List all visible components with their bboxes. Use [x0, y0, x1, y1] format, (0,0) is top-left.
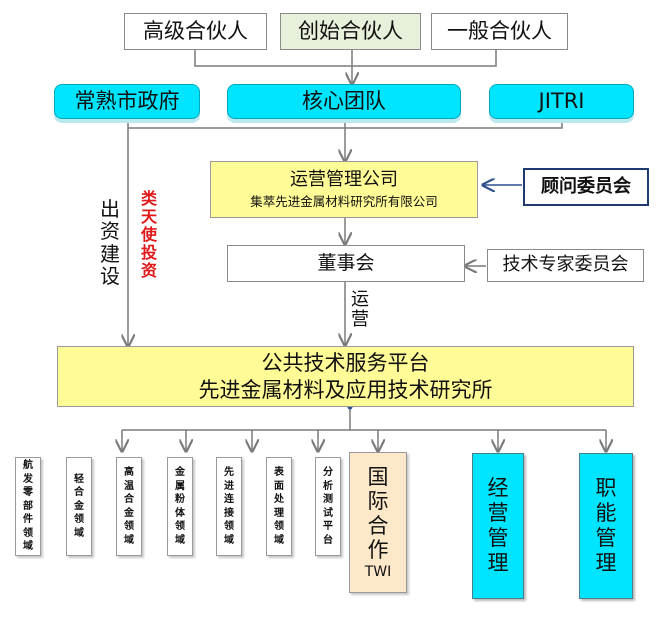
tech-expert-committee-label: 技术专家委员会 [502, 254, 629, 276]
domain-superalloy: 高温合金领域 [116, 457, 142, 556]
jitri-box: JITRI [489, 84, 634, 119]
intl-cooperation-title: 国际合作 [367, 465, 389, 562]
advisory-committee-label: 顾问委员会 [541, 175, 631, 197]
investment-construction-text: 出资建设 [100, 197, 120, 289]
founding-partner-label: 创始合伙人 [298, 19, 403, 44]
operations-company-title: 运营管理公司 [290, 168, 398, 190]
senior-partner-label: 高级合伙人 [143, 19, 248, 44]
operation-label: 运营 [351, 289, 369, 331]
business-management-label: 经营管理 [487, 475, 509, 576]
government-label: 常熟市政府 [74, 89, 180, 114]
domain-aero-parts: 航发零部件领域 [15, 457, 41, 556]
senior-partner-box: 高级合伙人 [124, 13, 267, 50]
business-management-box: 经营管理 [472, 453, 524, 599]
platform-line1: 公共技术服务平台 [261, 351, 430, 376]
general-partner-label: 一般合伙人 [447, 19, 552, 44]
domain-surface-treatment: 表面处理领域 [266, 457, 292, 556]
core-team-label: 核心团队 [302, 89, 386, 114]
domain-surface-treatment-label: 表面处理领域 [274, 467, 284, 546]
partners-merge-line [194, 50, 497, 67]
angel-investment-text: 类天使投资 [141, 189, 158, 280]
domain-advanced-joining-label: 先进连接领域 [224, 467, 234, 546]
intl-cooperation-sub: TWI [364, 563, 392, 580]
board-box: 董事会 [227, 245, 465, 282]
intl-cooperation-box: 国际合作 TWI [349, 452, 407, 593]
advisory-committee-box: 顾问委员会 [523, 168, 649, 206]
operations-company-box: 运营管理公司 集萃先进金属材料研究所有限公司 [210, 161, 478, 218]
functional-management-label: 职能管理 [595, 475, 617, 576]
board-label: 董事会 [317, 251, 375, 274]
domain-aero-parts-label: 航发零部件领域 [23, 460, 33, 553]
tech-expert-committee-box: 技术专家委员会 [487, 249, 644, 282]
operation-text: 运营 [351, 289, 369, 331]
investment-construction-label: 出资建设 [100, 198, 120, 288]
domain-advanced-joining: 先进连接领域 [216, 457, 242, 556]
platform-box: 公共技术服务平台 先进金属材料及应用技术研究所 [57, 346, 634, 407]
domain-metal-powder-label: 金属粉体领域 [175, 467, 185, 546]
jitri-label: JITRI [538, 89, 585, 114]
founding-partner-box: 创始合伙人 [280, 13, 421, 50]
domain-light-alloy-label: 轻合金领域 [74, 473, 84, 539]
domain-metal-powder: 金属粉体领域 [167, 457, 193, 556]
general-partner-box: 一般合伙人 [431, 13, 568, 50]
angel-investment-label: 类天使投资 [141, 190, 157, 280]
domain-superalloy-label: 高温合金领域 [124, 467, 134, 546]
government-box: 常熟市政府 [54, 84, 200, 119]
domain-analysis-testing: 分析测试平台 [315, 457, 341, 556]
domain-light-alloy: 轻合金领域 [66, 457, 92, 556]
functional-management-box: 职能管理 [579, 453, 633, 599]
domain-analysis-testing-label: 分析测试平台 [323, 467, 333, 546]
operations-company-subtitle: 集萃先进金属材料研究所有限公司 [250, 193, 438, 209]
core-team-box: 核心团队 [227, 84, 461, 119]
platform-line2: 先进金属材料及应用技术研究所 [198, 377, 493, 402]
